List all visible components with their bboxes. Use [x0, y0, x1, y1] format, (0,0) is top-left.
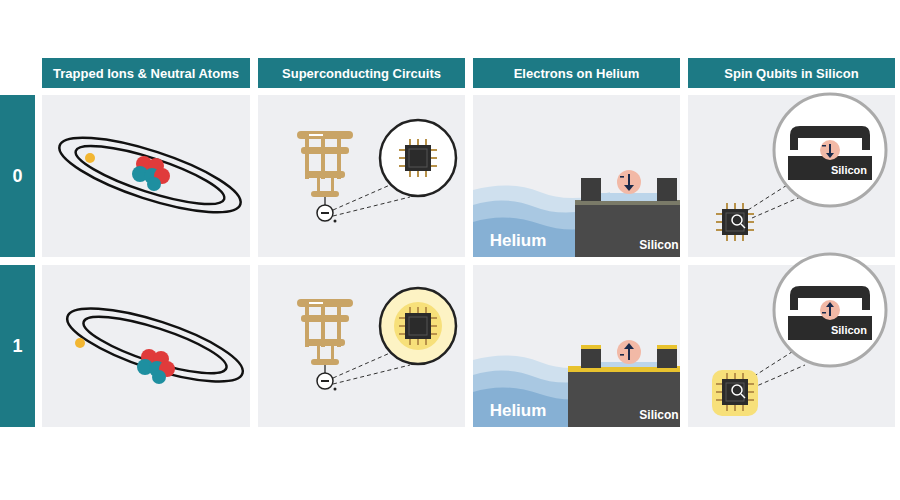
column-header-text: Electrons on Helium [514, 66, 640, 81]
row-label: 0 [0, 95, 35, 257]
column-header: Superconducting Circuits [258, 58, 465, 88]
material-label: Helium [490, 401, 547, 421]
material-label: Silicon [831, 324, 867, 336]
column-header: Electrons on Helium [473, 58, 680, 88]
column-header: Spin Qubits in Silicon [688, 58, 895, 88]
column-header-text: Spin Qubits in Silicon [724, 66, 858, 81]
material-label: Silicon [639, 408, 678, 422]
material-label: Helium [490, 231, 547, 251]
material-label: Silicon [831, 164, 867, 176]
column-header-text: Superconducting Circuits [282, 66, 441, 81]
row-label-text: 0 [12, 166, 22, 187]
column-header-text: Trapped Ions & Neutral Atoms [53, 66, 239, 81]
material-label: Silicon [639, 238, 678, 252]
row-label-text: 1 [12, 336, 22, 357]
column-header: Trapped Ions & Neutral Atoms [42, 58, 250, 88]
row-label: 1 [0, 265, 35, 427]
